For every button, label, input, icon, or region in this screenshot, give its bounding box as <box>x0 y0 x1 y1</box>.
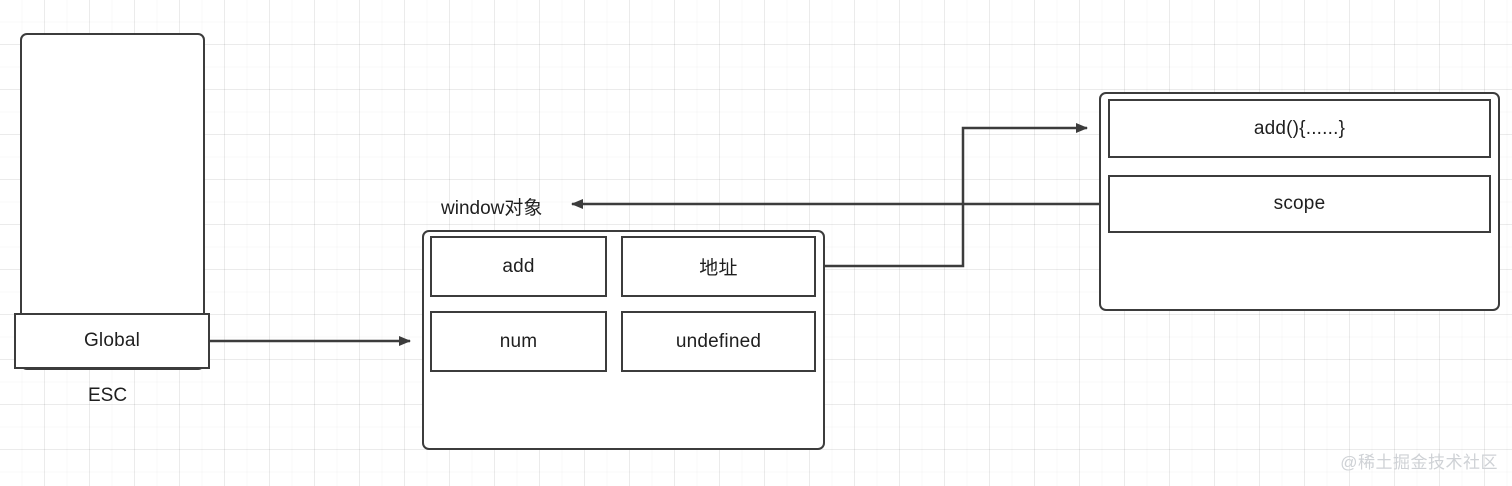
window-object-key-num[interactable]: num <box>430 311 607 372</box>
execution-stack-global-cell[interactable]: Global <box>14 313 210 369</box>
function-object-body-cell[interactable]: add(){......} <box>1108 99 1491 158</box>
execution-stack-caption: ESC <box>88 385 128 406</box>
window-object-key-add[interactable]: add <box>430 236 607 297</box>
window-object-value-undefined[interactable]: undefined <box>621 311 816 372</box>
watermark: @稀土掘金技术社区 <box>1340 453 1498 472</box>
window-object-label: window对象 <box>441 198 543 219</box>
connector-address-to-function <box>816 123 1088 268</box>
function-object-scope-cell[interactable]: scope <box>1108 175 1491 233</box>
window-object-value-address[interactable]: 地址 <box>621 236 816 297</box>
